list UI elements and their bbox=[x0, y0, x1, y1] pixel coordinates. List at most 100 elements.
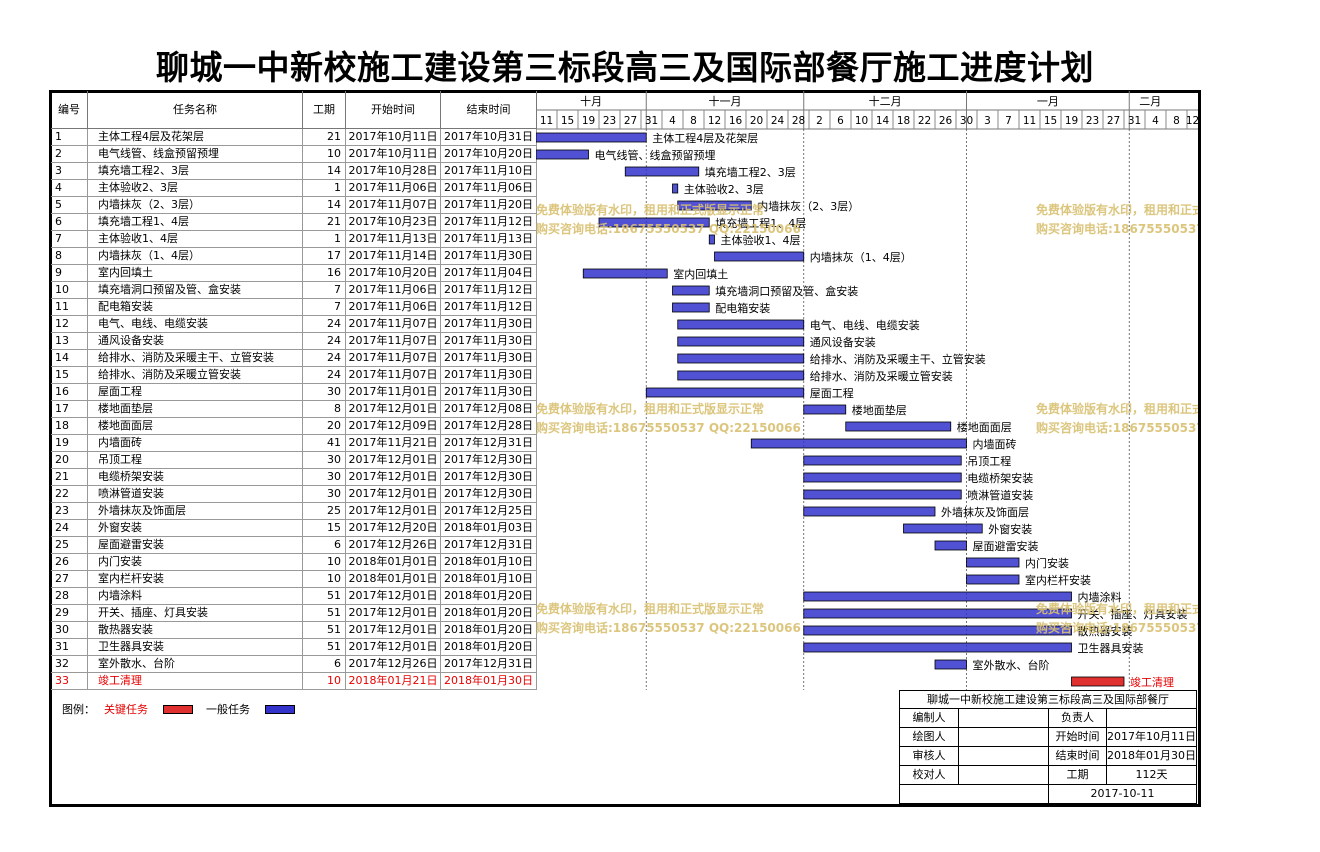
day-label: 22 bbox=[918, 115, 931, 127]
task-no: 8 bbox=[51, 248, 88, 265]
task-bar bbox=[934, 540, 967, 551]
info-drawer-value bbox=[959, 728, 1049, 747]
task-start: 2017年11月07日 bbox=[346, 350, 441, 367]
task-name: 主体验收1、4层 bbox=[88, 231, 303, 248]
task-end: 2017年11月30日 bbox=[441, 384, 537, 401]
task-start: 2017年10月11日 bbox=[346, 146, 441, 163]
task-name: 通风设备安装 bbox=[88, 333, 303, 350]
task-end: 2018年01月30日 bbox=[441, 673, 537, 690]
day-label: 11 bbox=[540, 115, 553, 127]
task-duration: 30 bbox=[303, 384, 346, 401]
watermark-line1: 免费体验版有水印，租用和正式版显示正常 bbox=[536, 401, 764, 416]
task-name: 楼地面垫层 bbox=[88, 401, 303, 418]
task-end: 2017年11月30日 bbox=[441, 248, 537, 265]
task-bar-label: 屋面工程 bbox=[810, 387, 854, 400]
month-label: 一月 bbox=[1037, 95, 1059, 108]
task-start: 2017年12月26日 bbox=[346, 656, 441, 673]
task-no: 1 bbox=[51, 129, 88, 146]
task-duration: 21 bbox=[303, 214, 346, 231]
task-start: 2017年10月20日 bbox=[346, 265, 441, 282]
task-name: 喷淋管道安装 bbox=[88, 486, 303, 503]
day-label: 24 bbox=[771, 115, 785, 127]
task-bar bbox=[750, 438, 967, 449]
info-title: 聊城一中新校施工建设第三标段高三及国际部餐厅 bbox=[899, 690, 1197, 709]
task-end: 2017年12月30日 bbox=[441, 486, 537, 503]
task-bar bbox=[803, 506, 936, 517]
col-header-name: 任务名称 bbox=[88, 91, 303, 129]
task-no: 9 bbox=[51, 265, 88, 282]
task-bar-label: 开关、插座、灯具安装 bbox=[1078, 607, 1188, 621]
task-name: 给排水、消防及采暖主干、立管安装 bbox=[88, 350, 303, 367]
col-header-start: 开始时间 bbox=[346, 91, 441, 129]
task-start: 2017年11月06日 bbox=[346, 282, 441, 299]
task-name: 室内栏杆安装 bbox=[88, 571, 303, 588]
task-bar-label: 电缆桥架安装 bbox=[967, 471, 1033, 485]
task-bar-label: 给排水、消防及采暖立管安装 bbox=[810, 369, 953, 383]
task-name: 给排水、消防及采暖立管安装 bbox=[88, 367, 303, 384]
info-duration-value: 112天 bbox=[1107, 766, 1197, 785]
task-no: 27 bbox=[51, 571, 88, 588]
task-end: 2017年10月31日 bbox=[441, 129, 537, 146]
task-start: 2017年12月01日 bbox=[346, 486, 441, 503]
task-bar bbox=[536, 149, 589, 160]
task-end: 2018年01月20日 bbox=[441, 605, 537, 622]
task-duration: 51 bbox=[303, 605, 346, 622]
task-bar-label: 通风设备安装 bbox=[810, 335, 876, 349]
day-label: 15 bbox=[561, 115, 574, 127]
task-bar-label: 室内回填土 bbox=[673, 267, 728, 281]
task-name: 外墙抹灰及饰面层 bbox=[88, 503, 303, 520]
task-name: 内墙面砖 bbox=[88, 435, 303, 452]
gantt-frame bbox=[49, 90, 1201, 807]
task-duration: 6 bbox=[303, 537, 346, 554]
task-bar-label: 外墙抹灰及饰面层 bbox=[941, 505, 1029, 519]
task-no: 33 bbox=[51, 673, 88, 690]
task-no: 25 bbox=[51, 537, 88, 554]
info-compiler-value bbox=[959, 709, 1049, 728]
task-duration: 8 bbox=[303, 401, 346, 418]
task-start: 2017年12月01日 bbox=[346, 503, 441, 520]
task-end: 2017年12月08日 bbox=[441, 401, 537, 418]
info-checker-label: 校对人 bbox=[899, 766, 959, 785]
task-name: 配电箱安装 bbox=[88, 299, 303, 316]
task-end: 2017年11月04日 bbox=[441, 265, 537, 282]
task-bar-label: 填充墙洞口预留及管、盒安装 bbox=[715, 284, 858, 298]
watermark-line1: 免费体验版有水印，租用和正式版显示正常 bbox=[536, 202, 764, 217]
legend-critical-label: 关键任务 bbox=[104, 703, 148, 716]
task-name: 内墙抹灰（2、3层） bbox=[88, 197, 303, 214]
task-duration: 10 bbox=[303, 146, 346, 163]
task-no: 14 bbox=[51, 350, 88, 367]
task-no: 10 bbox=[51, 282, 88, 299]
task-end: 2017年11月30日 bbox=[441, 350, 537, 367]
task-duration: 21 bbox=[303, 129, 346, 146]
day-label: 19 bbox=[1065, 115, 1078, 127]
task-bar-label: 内门安装 bbox=[1025, 556, 1069, 570]
task-name: 卫生器具安装 bbox=[88, 639, 303, 656]
task-start: 2017年11月07日 bbox=[346, 333, 441, 350]
task-duration: 24 bbox=[303, 316, 346, 333]
task-end: 2017年12月31日 bbox=[441, 435, 537, 452]
task-duration: 10 bbox=[303, 673, 346, 690]
legend-normal-label: 一般任务 bbox=[206, 703, 250, 716]
task-no: 19 bbox=[51, 435, 88, 452]
task-name: 屋面避雷安装 bbox=[88, 537, 303, 554]
task-bar-label: 卫生器具安装 bbox=[1078, 641, 1144, 655]
task-name: 室外散水、台阶 bbox=[88, 656, 303, 673]
task-duration: 30 bbox=[303, 486, 346, 503]
task-end: 2017年11月10日 bbox=[441, 163, 537, 180]
task-bar bbox=[714, 251, 805, 262]
task-bar-label: 外窗安装 bbox=[988, 522, 1032, 536]
task-end: 2017年11月30日 bbox=[441, 316, 537, 333]
task-no: 23 bbox=[51, 503, 88, 520]
info-start-label: 开始时间 bbox=[1049, 728, 1107, 747]
task-no: 2 bbox=[51, 146, 88, 163]
task-bar-label: 散热器安装 bbox=[1078, 624, 1133, 638]
watermark-line1: 免费体验版有水印，租用和正式版显示正常 bbox=[1036, 202, 1198, 217]
day-label: 15 bbox=[1044, 115, 1057, 127]
task-bar-label: 室外散水、台阶 bbox=[973, 658, 1050, 672]
task-bar bbox=[803, 608, 1072, 619]
task-bar bbox=[934, 659, 967, 670]
task-end: 2017年11月12日 bbox=[441, 282, 537, 299]
watermark-line1: 免费体验版有水印，租用和正式版显示正常 bbox=[1036, 401, 1198, 416]
task-start: 2017年10月11日 bbox=[346, 129, 441, 146]
task-bar-label: 吊顶工程 bbox=[967, 455, 1011, 468]
